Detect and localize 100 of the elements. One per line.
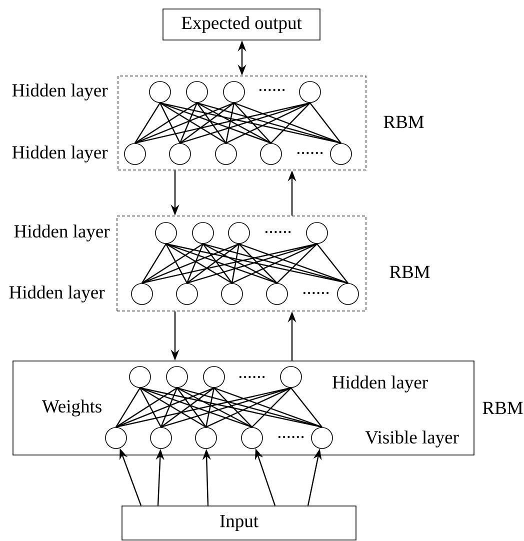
weight-line [276,243,318,284]
rbm-label: RBM [390,266,430,278]
neuron-circle [186,81,208,103]
weight-line [160,388,178,428]
neuron-circle [221,283,243,305]
weight-line [160,387,214,428]
weight-line [116,387,178,428]
weight-line [176,388,206,428]
weight-line [226,102,310,144]
neuron-circle [169,143,191,165]
ellipsis: ...... [265,230,291,234]
neuron-circle [149,81,171,103]
weight-line [140,387,206,428]
weight-line [225,102,235,144]
text-box: Input [122,506,356,540]
neuron-circle [150,427,172,449]
ellipsis: ...... [297,152,323,154]
neuron-circle [228,222,250,244]
weight-line [232,243,318,284]
weight-line [160,102,272,144]
weight-line [166,243,232,284]
neuron-circle [241,427,263,449]
neuron-circle [131,283,153,305]
weight-line [142,243,318,284]
neuron-circle [195,427,217,449]
weight-line [160,102,226,144]
weight-line [142,243,240,284]
neuron-circle [306,222,328,244]
weight-line [186,243,240,284]
weight-line [310,102,342,144]
ellipsis: ...... [303,292,329,294]
ellipsis: ...... [239,376,265,378]
neuron-circle [105,427,127,449]
weight-line [234,102,342,144]
weight-line [196,102,226,144]
ellipsis: ...... [259,88,285,92]
weight-line [166,243,278,284]
weight-line [270,102,310,144]
weight-line [176,387,252,428]
layer-label: Hidden layer [14,224,110,242]
neuron-circle [330,143,352,165]
neuron-circle [203,366,225,388]
layer-label: Hidden layer [332,376,428,392]
neuron-circle [176,283,198,305]
layer-label: Hidden layer [9,286,105,302]
neuron-circle [260,143,282,165]
weight-line [202,243,348,284]
weight-line [202,243,278,284]
weight-line [196,102,342,144]
weight-line [186,243,318,284]
weight-line [141,244,167,284]
weight-line [176,387,322,428]
neuron-circle [129,366,151,388]
neuron-circle [299,81,321,103]
rbm-label: RBM [384,116,424,128]
weight-line [134,102,160,144]
weight-line [238,243,348,284]
layer-label: Hidden layer [12,146,108,162]
weight-line [205,388,215,428]
weight-line [231,244,240,284]
neuron-circle [155,222,177,244]
weight-line [134,102,234,144]
weight-line [316,244,348,284]
weight-line [116,387,292,428]
rbm-label: RBM [482,402,523,414]
weight-line [180,102,310,144]
weight-line [166,243,348,284]
neuron-circle [311,427,333,449]
weight-line [134,102,310,144]
weight-line [214,387,252,428]
neuron-circle [166,366,188,388]
weight-line [206,387,292,428]
weight-line [180,102,234,144]
weight-line [290,388,322,428]
weight-line [115,388,141,428]
neuron-circle [266,283,288,305]
weight-line [159,102,181,144]
weight-line [160,102,342,144]
weight-line [140,387,322,428]
neuron-circle [192,222,214,244]
neuron-circle [215,143,237,165]
layer-label: Visible layer [365,430,459,448]
weight-line [238,243,278,284]
weight-line [139,388,162,428]
weight-line [140,387,252,428]
layer-label: Hidden layer [12,84,108,100]
neuron-circle [223,81,245,103]
neuron-circle [280,366,302,388]
neuron-circle [337,283,359,305]
weight-line [252,387,292,428]
text-box: Expected output [162,8,320,40]
weight-line [202,244,232,284]
weight-line [165,244,188,284]
weight-line [134,102,198,144]
weight-line [234,102,272,144]
weight-line [160,387,292,428]
weight-line [186,244,204,284]
weight-line [179,102,198,144]
weight-line [214,387,322,428]
layer-label: Weights [42,400,102,416]
